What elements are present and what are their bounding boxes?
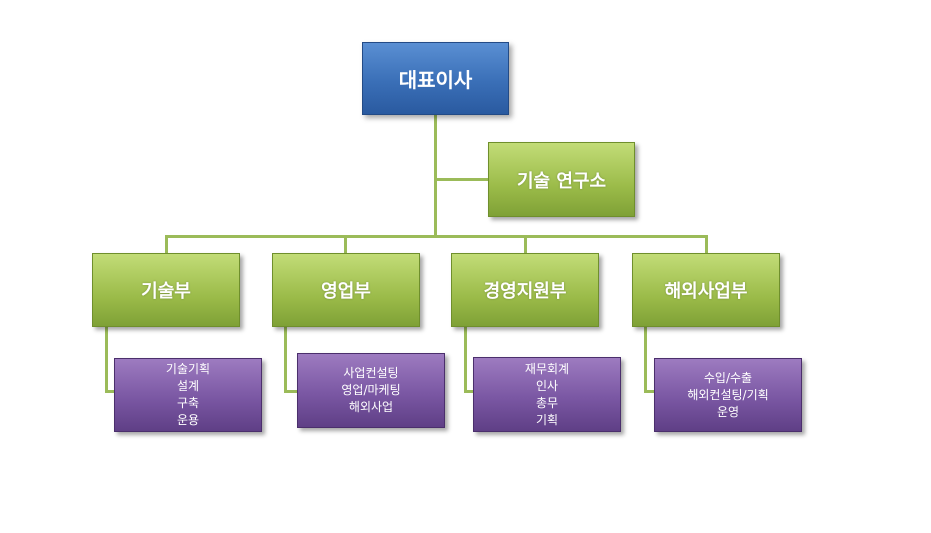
- duty-item: 해외컨설팅/기획: [687, 387, 769, 402]
- duty-item: 운영: [716, 404, 740, 419]
- dept-box-overseas: 해외사업부: [632, 253, 780, 327]
- dept-label: 해외사업부: [664, 281, 748, 302]
- research-lab-box: 기술 연구소: [488, 142, 635, 217]
- dept-label: 영업부: [321, 281, 371, 302]
- connector-root-vertical: [434, 115, 437, 237]
- connector-dept-1: [165, 235, 168, 253]
- connector-horizontal-bus: [165, 235, 708, 238]
- dept-box-management: 경영지원부: [451, 253, 599, 327]
- connector-duty-4-vertical: [644, 326, 647, 392]
- connector-dept-4: [705, 235, 708, 253]
- dept-box-technical: 기술부: [92, 253, 240, 327]
- duty-item: 기획: [535, 412, 559, 427]
- duty-item: 설계: [176, 379, 200, 393]
- connector-duty-3-vertical: [464, 326, 467, 392]
- duty-item: 사업컨설팅: [343, 366, 399, 380]
- duty-item: 인사: [535, 378, 559, 393]
- connector-duty-1-horizontal: [105, 390, 115, 393]
- duty-item: 기술기획: [165, 362, 211, 376]
- connector-duty-2-horizontal: [284, 390, 298, 393]
- connector-duty-4-horizontal: [644, 390, 656, 393]
- duty-item: 재무회계: [524, 361, 570, 376]
- connector-dept-2: [344, 235, 347, 253]
- duties-box-technical: 기술기획 설계 구축 운용: [114, 358, 262, 432]
- connector-staff: [434, 178, 488, 181]
- duty-item: 수입/수출: [703, 370, 753, 385]
- dept-box-sales: 영업부: [272, 253, 420, 327]
- duties-box-sales: 사업컨설팅 영업/마케팅 해외사업: [297, 353, 445, 428]
- duties-box-management: 재무회계 인사 총무 기획: [473, 357, 621, 432]
- connector-duty-2-vertical: [284, 326, 287, 392]
- connector-duty-1-vertical: [105, 326, 108, 392]
- ceo-label: 대표이사: [398, 68, 473, 92]
- duties-box-overseas: 수입/수출 해외컨설팅/기획 운영: [654, 358, 802, 432]
- duty-item: 구축: [176, 396, 200, 410]
- connector-dept-3: [524, 235, 527, 253]
- ceo-box: 대표이사: [362, 42, 509, 115]
- duty-item: 해외사업: [348, 400, 394, 414]
- research-lab-label: 기술 연구소: [516, 170, 607, 192]
- connector-duty-3-horizontal: [464, 390, 474, 393]
- duty-item: 운용: [176, 413, 200, 427]
- dept-label: 기술부: [141, 281, 191, 302]
- dept-label: 경영지원부: [483, 281, 567, 302]
- duty-item: 영업/마케팅: [341, 383, 401, 397]
- duty-item: 총무: [535, 395, 559, 410]
